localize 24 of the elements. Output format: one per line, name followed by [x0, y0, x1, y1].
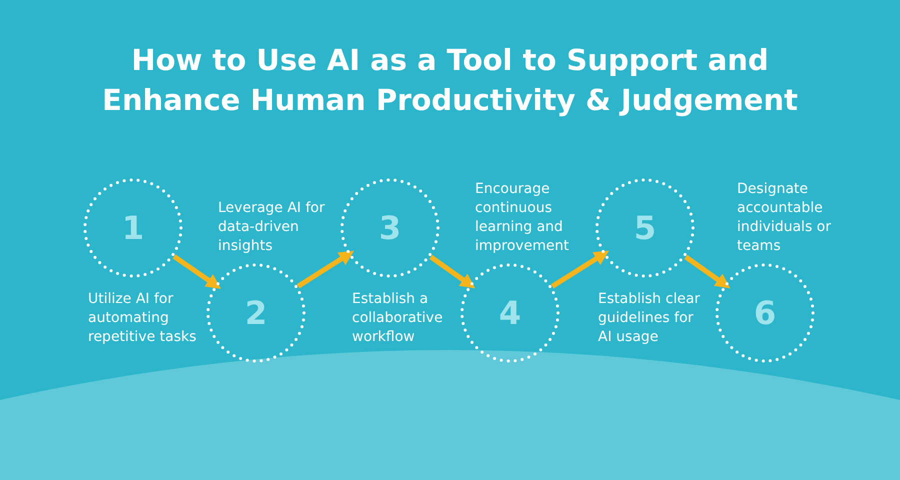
step-description: Utilize AI for automating repetitive tasks — [88, 290, 198, 347]
step-number: 3 — [378, 212, 402, 244]
step-number: 2 — [244, 297, 268, 329]
dotted-circle — [595, 178, 695, 278]
arrow — [684, 254, 730, 288]
step-description: Leverage AI for data-driven insights — [218, 199, 326, 256]
step-number: 1 — [122, 212, 144, 244]
arrow — [296, 250, 354, 288]
dotted-circle — [340, 178, 440, 278]
step-number: 6 — [754, 297, 776, 329]
arrow — [550, 250, 610, 288]
step-description: Establish a collaborative workflow — [352, 290, 444, 347]
step-description: Designate accountable individuals or teams — [737, 180, 832, 256]
dotted-circle — [460, 263, 560, 363]
arrow — [429, 254, 476, 288]
step-number: 5 — [634, 212, 656, 244]
dotted-circle — [206, 263, 306, 363]
step-description: Encourage continuous learning and improvement — [475, 180, 570, 256]
arrow — [172, 254, 222, 289]
step-number: 4 — [498, 297, 522, 329]
dotted-circle — [715, 263, 815, 363]
title: How to Use AI as a Tool to Support and Enhance Human Productivity & Judgement — [101, 42, 799, 119]
dotted-circle — [83, 178, 183, 278]
step-description: Establish clear guidelines for AI usage — [598, 290, 702, 347]
